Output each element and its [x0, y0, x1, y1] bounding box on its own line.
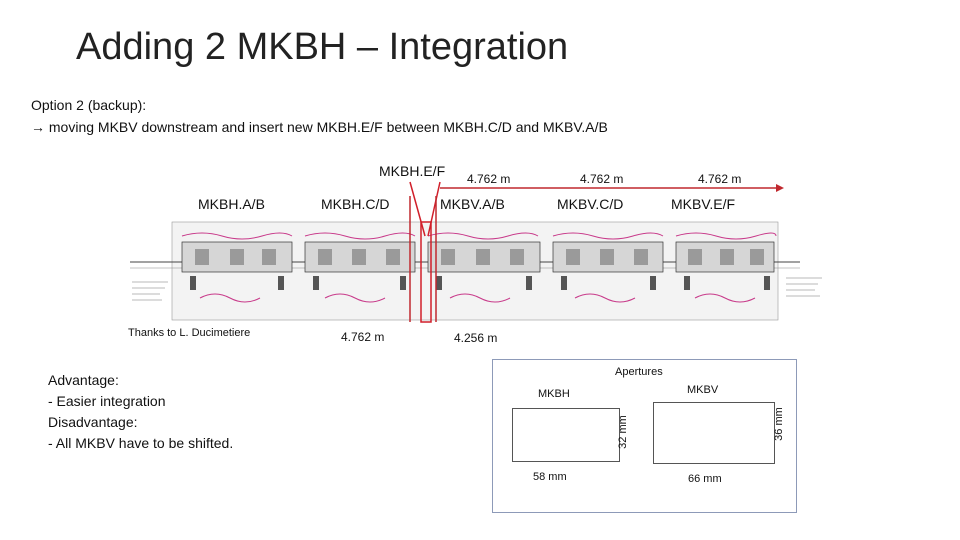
aperture-mkbv-height: 36 mm	[772, 407, 785, 441]
advantage-label: Advantage:	[48, 372, 119, 388]
spacing-top-3: 4.762 m	[698, 172, 742, 186]
aperture-mkbv-width: 66 mm	[688, 473, 722, 485]
label-mkbv-ef: MKBV.E/F	[671, 196, 736, 212]
option-description-text: moving MKBV downstream and insert new MK…	[48, 119, 608, 135]
mkbh-ef-pointer-left	[409, 181, 426, 237]
label-mkbh-ef: MKBH.E/F	[379, 163, 446, 179]
spacing-top-1: 4.762 m	[467, 172, 511, 186]
aperture-mkbv-name: MKBV	[687, 384, 719, 396]
aperture-mkbh-name: MKBH	[538, 388, 570, 400]
right-arrow-icon: →	[31, 119, 45, 135]
credit-text: Thanks to L. Ducimetiere	[128, 327, 251, 339]
new-mkbh-ef-highlight	[420, 221, 432, 323]
slide-title: Adding 2 MKBH – Integration	[76, 26, 569, 68]
module-details	[195, 249, 764, 265]
aperture-mkbh-shape	[512, 408, 620, 462]
aperture-mkbh-width: 58 mm	[533, 471, 567, 483]
aperture-mkbh-height: 32 mm	[616, 415, 629, 449]
aperture-mkbv-shape	[653, 402, 775, 464]
pros-cons-list: Advantage: - Easier integration Disadvan…	[48, 370, 308, 454]
disadvantage-label: Disadvantage:	[48, 414, 138, 430]
apertures-panel: Apertures MKBH MKBV 58 mm 66 mm 32 mm 36…	[492, 359, 797, 513]
spacing-top-2: 4.762 m	[580, 172, 624, 186]
label-mkbh-cd: MKBH.C/D	[321, 196, 390, 212]
label-mkbv-ab: MKBV.A/B	[440, 196, 505, 212]
advantage-item: - Easier integration	[48, 393, 166, 409]
mkbh-ef-pointer-right	[427, 181, 441, 237]
disadvantage-item: - All MKBV have to be shifted.	[48, 435, 234, 451]
handwritten-annotations	[181, 232, 777, 303]
spacing-bottom-2: 4.256 m	[454, 331, 498, 345]
spacing-bottom-1: 4.762 m	[341, 330, 385, 344]
label-mkbh-ab: MKBH.A/B	[198, 196, 265, 212]
option-description: → moving MKBV downstream and insert new …	[31, 119, 608, 135]
option-heading: Option 2 (backup):	[31, 97, 147, 113]
support-feet	[190, 276, 770, 290]
label-mkbv-cd: MKBV.C/D	[557, 196, 624, 212]
legend-blocks	[132, 277, 822, 301]
apertures-title: Apertures	[615, 366, 663, 378]
top-dimension-arrow-icon	[776, 184, 784, 192]
